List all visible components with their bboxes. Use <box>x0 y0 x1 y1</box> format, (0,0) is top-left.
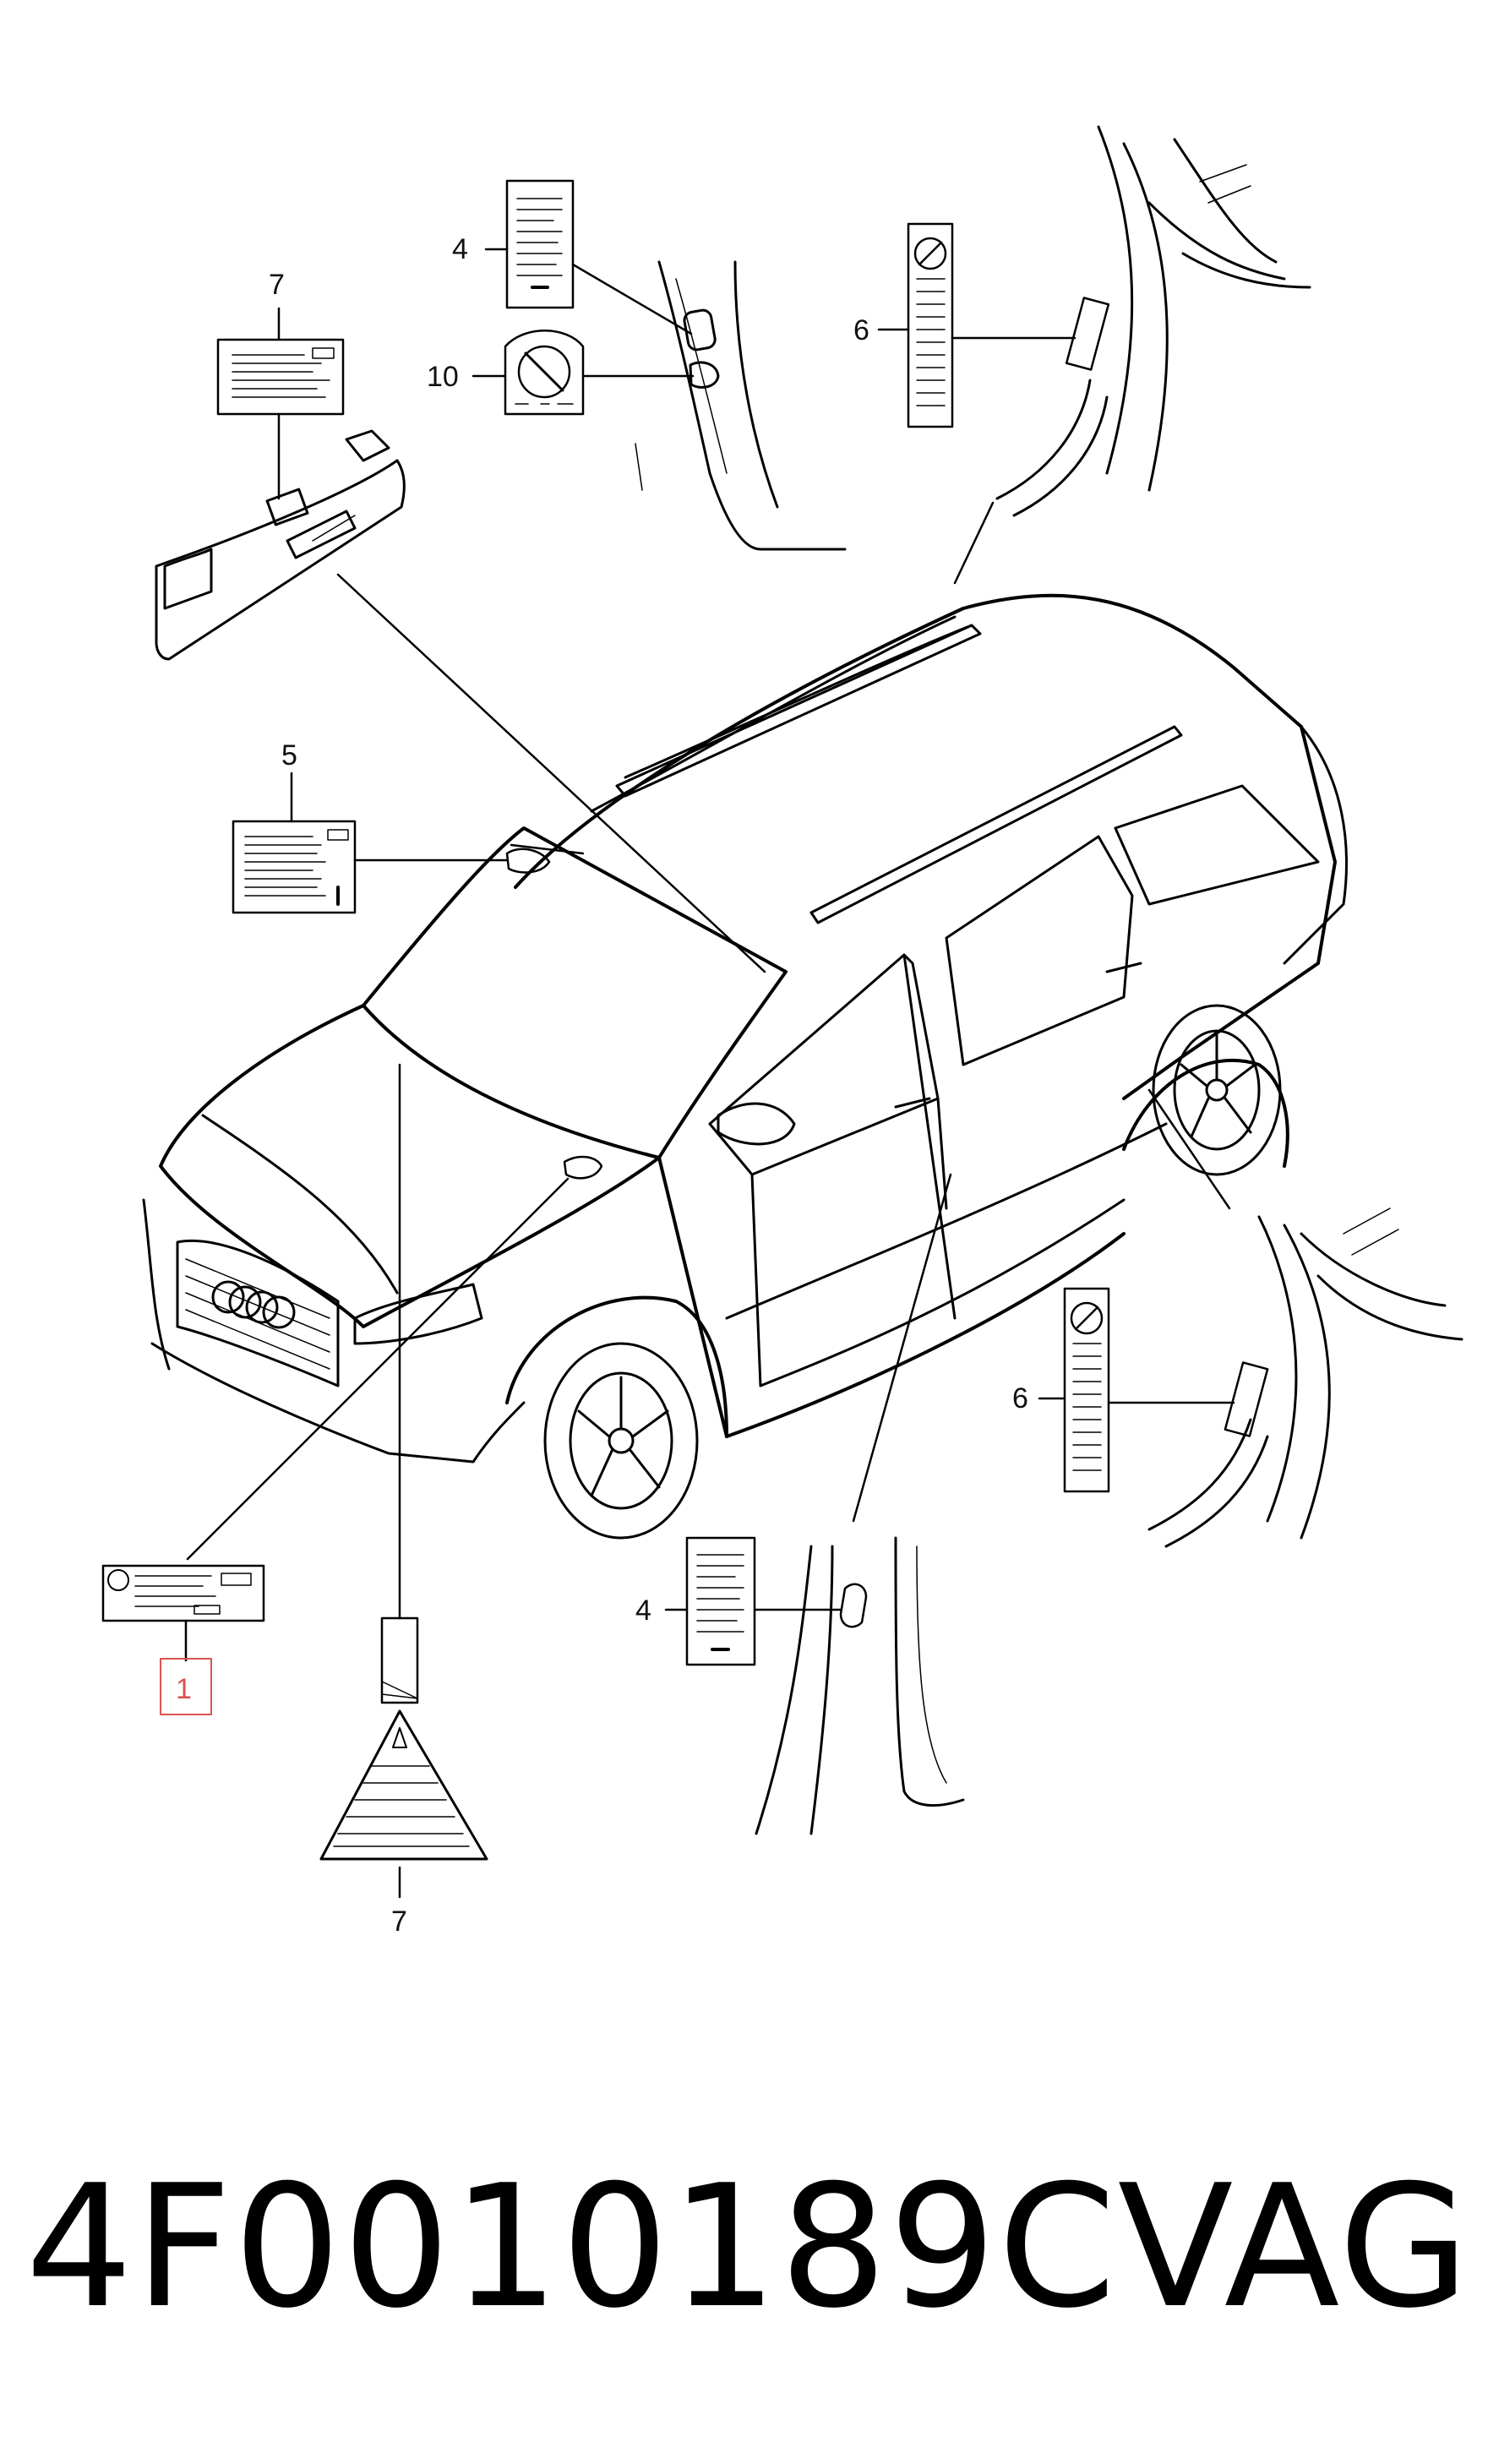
car-illustration <box>142 593 1348 1540</box>
label-7-visor <box>216 307 345 500</box>
label-6-bottom <box>1038 1287 1235 1493</box>
callout-4-bottom: 4 <box>635 1595 651 1627</box>
label-4-bottom <box>664 1536 842 1666</box>
leader-visor <box>336 573 766 973</box>
fender-top-right <box>953 125 1311 585</box>
callout-5: 5 <box>281 739 297 771</box>
label-5 <box>232 771 551 914</box>
label-1 <box>101 1155 603 1715</box>
footer: 4F0010189C VAG <box>25 2138 1469 2358</box>
callout-7-bottom: 7 <box>391 1905 407 1938</box>
sun-visor-illustration <box>155 429 406 661</box>
callout-6-top: 6 <box>853 314 869 346</box>
callout-6-bottom: 6 <box>1012 1382 1028 1415</box>
fender-bottom-right <box>1147 1088 1463 1548</box>
label-10-airbag <box>471 330 695 416</box>
callout-10: 10 <box>427 361 459 393</box>
highlight-box <box>160 1658 212 1715</box>
callout-7-top: 7 <box>269 269 285 301</box>
label-4-top <box>484 179 693 335</box>
callout-1: 1 <box>176 1673 192 1705</box>
part-number: 4F0010189C <box>25 2149 1118 2346</box>
b-pillar-bottom <box>755 1173 965 1835</box>
label-7-triangle <box>319 1063 488 1899</box>
b-pillar-top <box>635 260 847 551</box>
label-6-top <box>877 222 1076 428</box>
callout-4-top: 4 <box>452 233 468 265</box>
brand-name: VAG <box>1117 2149 1471 2346</box>
